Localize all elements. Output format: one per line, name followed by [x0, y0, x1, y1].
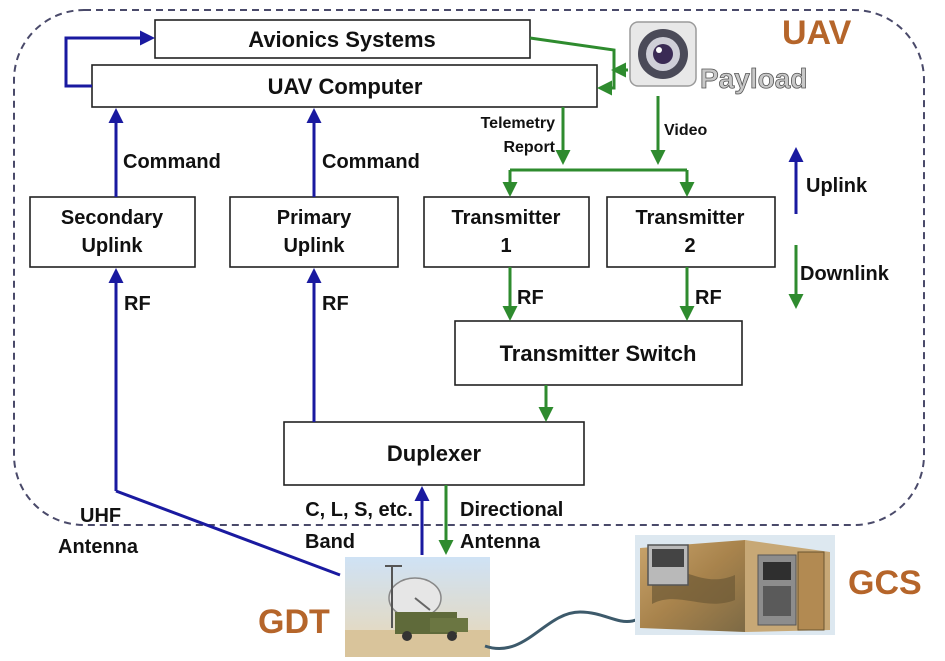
uav-boundary — [13, 9, 925, 526]
transmitter-2-box: Transmitter 2 — [606, 196, 776, 268]
avionics-systems-box: Avionics Systems — [154, 19, 531, 59]
avionics-systems-label: Avionics Systems — [248, 27, 436, 52]
secondary-uplink-label-2: Uplink — [81, 235, 143, 257]
primary-uplink-label-2: Uplink — [283, 235, 345, 257]
command-label-1: Command — [123, 151, 221, 173]
gdt-antenna-image — [345, 557, 490, 657]
transmitter-switch-label: Transmitter Switch — [500, 341, 697, 366]
duplexer-box: Duplexer — [283, 421, 585, 486]
primary-uplink-label-1: Primary — [277, 207, 352, 229]
transmitter-1-label-2: 1 — [500, 235, 511, 257]
transmitter-2-label-1: Transmitter — [636, 207, 745, 229]
directional-antenna-label-2: Antenna — [460, 531, 541, 553]
transmitter-2-label-2: 2 — [684, 235, 695, 257]
computer-to-avionics-arrow — [64, 30, 155, 88]
video-label: Video — [664, 122, 708, 139]
telemetry-label-1: Telemetry — [481, 115, 556, 132]
rf-label-3: RF — [517, 287, 544, 309]
payload-camera-icon — [629, 21, 697, 87]
rf-label-1: RF — [124, 293, 151, 315]
gcs-label: GCS — [848, 564, 922, 602]
legend-downlink-label: Downlink — [800, 263, 890, 285]
secondary-uplink-box: Secondary Uplink — [29, 196, 196, 268]
legend-uplink-label: Uplink — [806, 175, 868, 197]
payload-label: Payload — [700, 63, 807, 94]
transmitter-1-label-1: Transmitter — [452, 207, 561, 229]
uhf-antenna-label-2: Antenna — [58, 536, 139, 558]
uhf-antenna-line — [115, 489, 341, 577]
directional-antenna-label-1: Directional — [460, 499, 563, 521]
rf-label-2: RF — [322, 293, 349, 315]
legend: Uplink Downlink — [788, 147, 890, 309]
uav-computer-label: UAV Computer — [268, 74, 423, 99]
band-label-2: Band — [305, 531, 355, 553]
transmitter-switch-box: Transmitter Switch — [454, 320, 743, 386]
telemetry-label-2: Report — [503, 139, 555, 156]
secondary-uplink-label-1: Secondary — [61, 207, 164, 229]
command-label-2: Command — [322, 151, 420, 173]
gcs-shelter-image — [635, 535, 835, 635]
duplexer-label: Duplexer — [387, 441, 482, 466]
uav-label: UAV — [782, 14, 852, 52]
uhf-antenna-label-1: UHF — [80, 505, 121, 527]
band-label-1: C, L, S, etc. — [305, 499, 413, 521]
rf-label-4: RF — [695, 287, 722, 309]
uav-computer-box: UAV Computer — [91, 64, 598, 108]
primary-uplink-box: Primary Uplink — [229, 196, 399, 268]
transmitter-1-box: Transmitter 1 — [423, 196, 590, 268]
gdt-label: GDT — [258, 603, 330, 641]
